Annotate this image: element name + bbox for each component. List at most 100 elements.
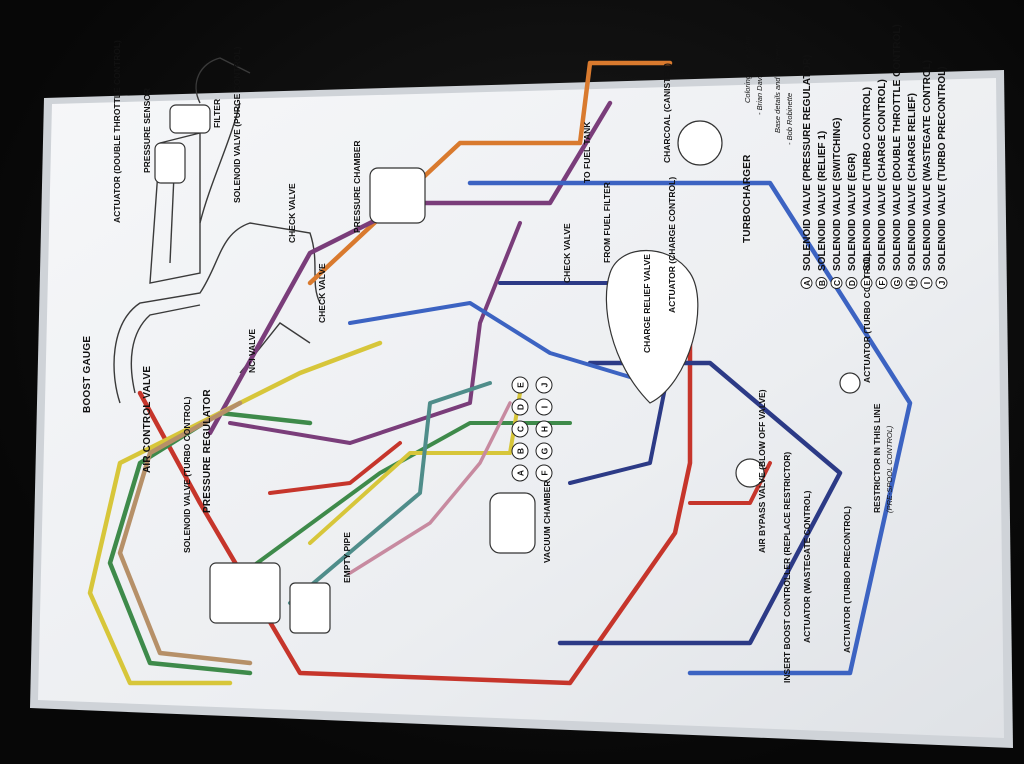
air-bypass-valve-body <box>735 458 765 488</box>
solenoid-turbo-control-label: SOLENOID VALVE (TURBO CONTROL) <box>182 396 192 553</box>
valve-marker-e: E <box>511 376 529 394</box>
credits-block: Coloring and editing - Brian Davies Base… <box>743 35 794 145</box>
check-valve-label-1: CHECK VALVE <box>287 183 297 243</box>
solenoid-bank <box>209 562 281 624</box>
boost-gauge-label: BOOST GAUGE <box>82 336 93 413</box>
air-bypass-valve-label: AIR BYPASS VALVE (BLOW OFF VALVE) <box>757 389 767 553</box>
valve-marker-letter: E <box>516 382 526 388</box>
valve-marker-letter: C <box>516 426 526 432</box>
valve-marker-i: I <box>535 398 553 416</box>
vacuum-chamber-body <box>489 492 536 554</box>
legend-text: SOLENOID VALVE (DOUBLE THROTTLE CONTROL) <box>892 24 903 271</box>
valve-marker-group: AB C D E F G H I J <box>511 376 553 482</box>
legend-key: J <box>937 280 947 285</box>
valve-marker-f: F <box>535 464 553 482</box>
pressure-regulator-label: PRESSURE REGULATOR <box>202 389 213 513</box>
legend-text: SOLENOID VALVE (TURBO PRECONTROL) <box>937 66 948 271</box>
hose-blue-2 <box>348 301 652 385</box>
legend-text: SOLENOID VALVE (RELIEF 1) <box>817 131 828 271</box>
hose-green <box>107 410 313 676</box>
hose-pink <box>348 401 512 575</box>
actuator-turbo-precontrol-label: ACTUATOR (TURBO PRECONTROL) <box>842 506 852 653</box>
insert-boost-controller-label: INSERT BOOST CONTROLLER (REPLACE RESTRIC… <box>782 452 792 683</box>
filter-label: FILTER <box>212 99 222 128</box>
charge-relief-valve-label: CHARGE RELIEF VALVE <box>642 254 652 353</box>
valve-marker-b: B <box>511 442 529 460</box>
credit-line-1: Coloring and editing <box>743 35 752 103</box>
legend-text: SOLENOID VALVE (CHARGE CONTROL) <box>877 79 888 271</box>
credit-line-2: - Brian Davies <box>755 68 764 115</box>
restrictor-sub-label: (PRE-SPOOL CONTROL) <box>885 425 894 513</box>
air-control-valve-label: AIR CONTROL VALVE <box>142 366 153 473</box>
legend-key: E <box>862 280 872 286</box>
legend-text: SOLENOID VALVE (CHARGE RELIEF) <box>907 93 918 271</box>
solenoid-legend: A SOLENOID VALVE (PRESSURE REGULATOR) B SOL… <box>800 24 948 289</box>
valve-marker-d: D <box>511 398 529 416</box>
component-labels: BOOST GAUGE AIR CONTROL VALVE SOLENOID V… <box>82 40 894 683</box>
hose-red <box>137 280 693 686</box>
valve-marker-letter: G <box>540 447 550 454</box>
vacuum-chamber-label: VACUUM CHAMBER <box>542 481 552 563</box>
legend-key: H <box>907 280 917 286</box>
valve-marker-letter: F <box>540 470 550 475</box>
legend-key: D <box>847 280 857 286</box>
hose-purple-2 <box>228 221 522 445</box>
check-valve-label-3: CHECK VALVE <box>562 223 572 283</box>
valve-marker-letter: I <box>540 406 550 408</box>
valve-marker-letter: H <box>540 426 550 432</box>
legend-row: H SOLENOID VALVE (CHARGE RELIEF) <box>905 93 918 289</box>
hose-red-3 <box>268 441 402 495</box>
hose-teal <box>288 381 492 605</box>
legend-row: J SOLENOID VALVE (TURBO PRECONTROL) <box>935 66 948 289</box>
legend-key: I <box>922 282 932 284</box>
legend-key: A <box>802 280 812 286</box>
actuator-double-throttle-label: ACTUATOR (DOUBLE THROTTLE CONTROL) <box>112 40 122 223</box>
hose-yellow <box>87 340 383 686</box>
valve-marker-j: J <box>535 376 553 394</box>
pressure-sensor-body <box>154 142 186 184</box>
valve-marker-letter: D <box>516 404 526 410</box>
filter-body <box>169 104 211 134</box>
turbocharger-label: TURBOCHARGER <box>742 154 753 243</box>
turbo-actuator-body <box>839 372 861 394</box>
legend-text: SOLENOID VALVE (SWITCHING) <box>832 117 843 271</box>
from-fuel-filter-label: FROM FUEL FILTER <box>602 182 612 263</box>
restrictor-label: RESTRICTOR IN THIS LINE <box>872 403 882 513</box>
nci-valve-label: NCI VALVE <box>247 329 257 373</box>
charcoal-canister-label: CHARCOAL (CANISTER) <box>662 63 672 163</box>
valve-marker-g: G <box>535 442 553 460</box>
valve-marker-c: C <box>511 420 529 438</box>
legend-row: B SOLENOID VALVE (RELIEF 1) <box>815 131 828 289</box>
pressure-chamber-label: PRESSURE CHAMBER <box>352 140 362 233</box>
empty-pipe-label: EMPTY PIPE <box>342 532 352 583</box>
actuator-turbo-control-label: ACTUATOR (TURBO CONTROL) <box>862 253 872 383</box>
valve-marker-h: H <box>535 420 553 438</box>
to-fuel-tank-label: TO FUEL TANK <box>582 121 592 183</box>
pressure-sensor-label: PRESSURE SENSOR <box>142 88 152 173</box>
check-valve-label-2: CHECK VALVE <box>317 263 327 323</box>
legend-row: F SOLENOID VALVE (CHARGE CONTROL) <box>875 79 888 289</box>
credit-line-4: - Bob Robinette <box>785 93 794 145</box>
actuator-wastegate-label: ACTUATOR (WASTEGATE CONTROL) <box>802 490 812 643</box>
charcoal-canister-body <box>677 120 723 166</box>
legend-row: C SOLENOID VALVE (SWITCHING) <box>830 117 843 289</box>
hose-tan <box>117 400 253 666</box>
valve-marker-a: A <box>511 464 529 482</box>
legend-key: C <box>832 280 842 286</box>
legend-key: F <box>877 280 887 285</box>
actuator-charge-control-label: ACTUATOR (CHARGE CONTROL) <box>667 177 677 313</box>
legend-text: SOLENOID VALVE (PRESSURE REGULATOR) <box>802 55 813 272</box>
component-sketches <box>154 104 861 634</box>
hose-blue <box>467 180 913 676</box>
solenoid-bank-2 <box>289 582 331 634</box>
engine-intake-outline <box>113 57 321 404</box>
legend-key: B <box>817 280 827 286</box>
legend-row: A SOLENOID VALVE (PRESSURE REGULATOR) <box>800 55 813 289</box>
